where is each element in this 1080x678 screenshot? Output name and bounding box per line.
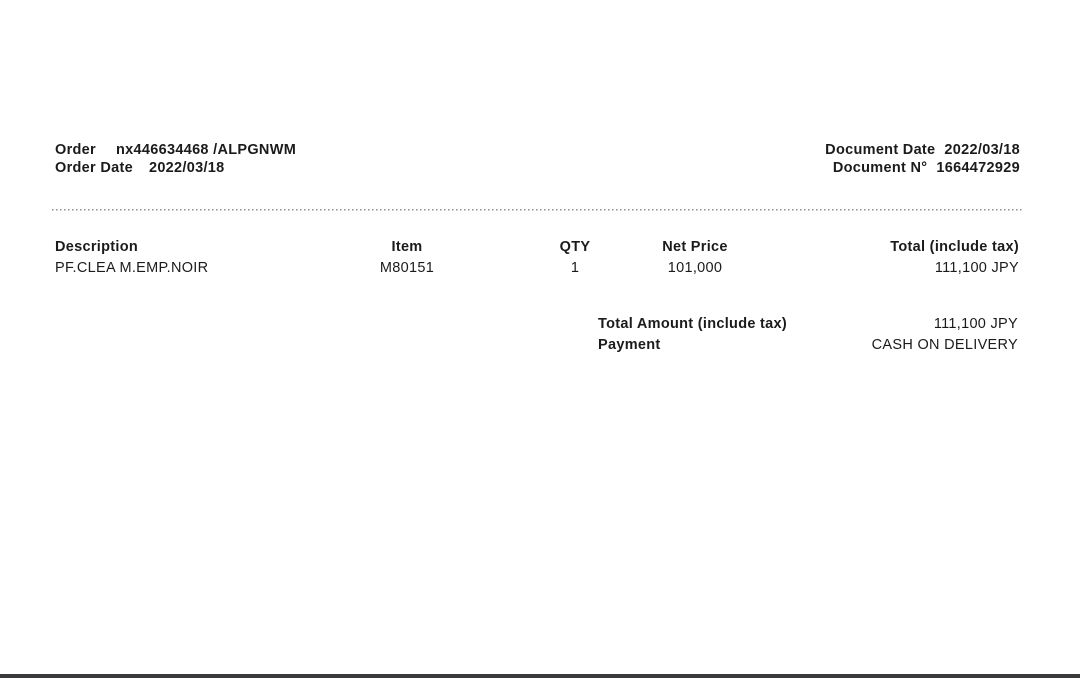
item-total: 111,100 JPY [934,260,1019,276]
item-code: M80151 [379,260,435,276]
document-date-line: Document Date 2022/03/18 [825,141,1020,159]
table-row: PF.CLEA M.EMP.NOIR M80151 1 101,000 111,… [55,259,1019,277]
bottom-edge-bar [0,674,1080,678]
column-header-total: Total (include tax) [890,239,1019,255]
document-header: Order nx446634468 /ALPGNWM Order Date 2022… [55,141,1020,177]
payment-line: Payment CASH ON DELIVERY [598,335,1018,356]
total-amount-value: 111,100 JPY [933,316,1018,332]
document-date-value: 2022/03/18 [944,142,1020,158]
order-number-value: nx446634468 /ALPGNWM [116,142,297,158]
order-date-value: 2022/03/18 [148,160,225,176]
order-number-line: Order nx446634468 /ALPGNWM [55,141,296,159]
document-number-value: 1664472929 [936,160,1020,176]
order-date-label: Order Date [55,160,133,176]
table-header-row: Description Item QTY Net Price Total (in… [55,238,1019,256]
payment-label: Payment [598,337,661,353]
column-header-item: Item [391,239,423,255]
payment-value: CASH ON DELIVERY [871,337,1018,353]
document-number-line: Document N° 1664472929 [825,159,1020,177]
document-date-label: Document Date [825,142,936,158]
total-amount-label: Total Amount (include tax) [598,316,788,332]
order-meta-block: Order nx446634468 /ALPGNWM Order Date 2022… [55,141,296,177]
column-header-qty: QTY [559,239,591,255]
document-meta-block: Document Date 2022/03/18 Document N° 16644… [825,141,1020,177]
total-amount-line: Total Amount (include tax) 111,100 JPY [598,314,1018,335]
item-net-price: 101,000 [667,260,723,276]
items-table: Description Item QTY Net Price Total (in… [55,238,1019,277]
item-qty: 1 [570,260,580,276]
order-number-label: Order [55,142,96,158]
order-date-line: Order Date 2022/03/18 [55,159,296,177]
dotted-divider [52,209,1022,211]
column-header-net-price: Net Price [662,239,728,255]
column-header-description: Description [55,239,139,255]
document-number-label: Document N° [832,160,928,176]
item-description: PF.CLEA M.EMP.NOIR [55,260,209,276]
summary-block: Total Amount (include tax) 111,100 JPY P… [598,314,1018,356]
